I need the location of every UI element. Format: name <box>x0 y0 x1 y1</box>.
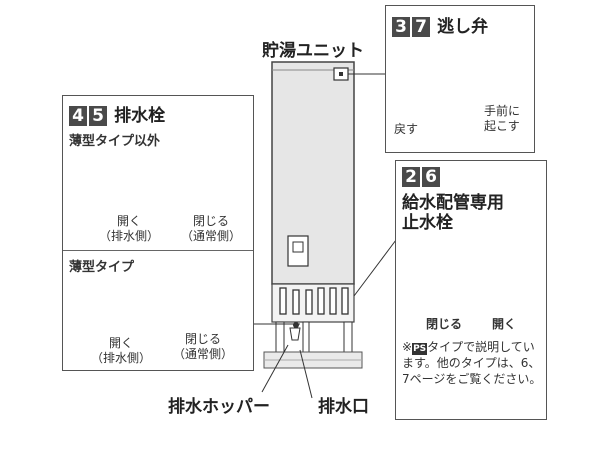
note-prefix: ※ <box>402 340 413 354</box>
close-normal-caption: 閉じる （通常側） <box>172 332 233 361</box>
step-number: 7 <box>412 17 430 37</box>
non-slim-type-label: 薄型タイプ以外 <box>69 134 161 149</box>
section-divider <box>63 250 253 251</box>
tank-unit-label: 貯湯ユニット <box>262 41 364 61</box>
drain-outlet-label: 排水口 <box>318 397 369 417</box>
ps-badge: PS <box>412 343 428 355</box>
tank-unit-drawing <box>263 61 363 369</box>
slim-type-label: 薄型タイプ <box>69 260 135 275</box>
open-caption: 開く <box>492 317 517 331</box>
step-number: 3 <box>392 17 410 37</box>
close-normal-caption: 閉じる （通常側） <box>180 214 241 243</box>
open-drain-caption: 開く （排水側） <box>90 336 151 365</box>
step-number: 2 <box>402 167 420 187</box>
relief-valve-title: 逃し弁 <box>437 17 489 37</box>
step-number: 5 <box>89 106 107 126</box>
note-text: タイプで説明しています。他のタイプは、6、7ページをご覧ください。 <box>402 340 542 386</box>
pull-forward-label: 手前に 起こす <box>484 104 521 133</box>
step-number: 4 <box>69 106 87 126</box>
water-stop-title: 給水配管専用 止水栓 <box>402 193 504 233</box>
leader-lines <box>254 73 397 399</box>
close-caption: 閉じる <box>426 317 463 331</box>
step-number: 6 <box>422 167 440 187</box>
open-drain-caption: 開く （排水側） <box>98 214 159 243</box>
drain-plug-title: 排水栓 <box>114 106 166 126</box>
type-note: ※PSタイプで説明しています。他のタイプは、6、7ページをご覧ください。 <box>402 339 542 387</box>
push-back-label: 戻す <box>394 122 419 136</box>
drain-hopper-label: 排水ホッパー <box>168 397 270 417</box>
